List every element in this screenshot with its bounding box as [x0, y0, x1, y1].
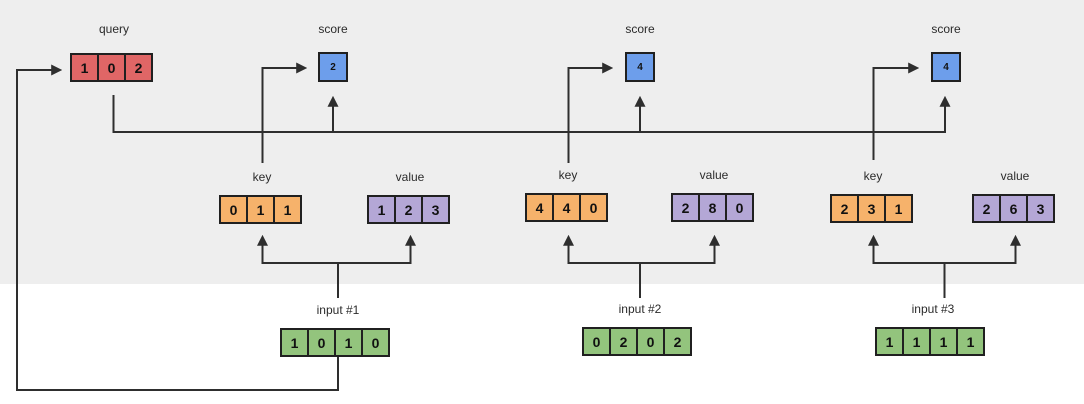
score3-box: 4 [931, 52, 961, 82]
arrow-query-main-line [112, 95, 951, 133]
input-cell: 0 [636, 327, 665, 356]
arrow-key1-to-score1 [261, 62, 308, 163]
key3-label: key [863, 169, 883, 183]
input-cell: 0 [361, 328, 390, 357]
input1-row: 1 0 1 0 [280, 328, 390, 357]
input-cell: 1 [334, 328, 363, 357]
value-cell: 0 [725, 193, 754, 222]
value-cell: 2 [671, 193, 700, 222]
input-cell: 1 [929, 327, 958, 356]
value-cell: 3 [1026, 194, 1055, 223]
value-cell: 8 [698, 193, 727, 222]
input3-label: input #3 [911, 302, 955, 316]
key3-row: 2 3 1 [830, 194, 913, 223]
value-cell: 6 [999, 194, 1028, 223]
arrow-key2-to-score2 [567, 62, 614, 163]
input-cell: 1 [902, 327, 931, 356]
key1-row: 0 1 1 [219, 195, 302, 224]
key2-label: key [558, 168, 578, 182]
arrow-key3-to-score3 [872, 62, 920, 160]
key-cell: 2 [830, 194, 859, 223]
value-cell: 2 [394, 195, 423, 224]
input-cell: 0 [582, 327, 611, 356]
key-cell: 3 [857, 194, 886, 223]
input-cell: 2 [609, 327, 638, 356]
key-cell: 1 [273, 195, 302, 224]
key-cell: 1 [246, 195, 275, 224]
query-cell: 1 [70, 53, 99, 82]
key-cell: 4 [525, 193, 554, 222]
score3-label: score [931, 22, 961, 36]
score2-box: 4 [625, 52, 655, 82]
query-row: 1 0 2 [70, 53, 153, 82]
query-label: query [98, 22, 130, 36]
background-band [0, 0, 1084, 284]
value1-label: value [395, 170, 425, 184]
input-cell: 0 [307, 328, 336, 357]
query-cell: 0 [97, 53, 126, 82]
value1-row: 1 2 3 [367, 195, 450, 224]
value3-label: value [1000, 169, 1030, 183]
input2-row: 0 2 0 2 [582, 327, 692, 356]
value-cell: 3 [421, 195, 450, 224]
key2-row: 4 4 0 [525, 193, 608, 222]
score1-box: 2 [318, 52, 348, 82]
key-cell: 1 [884, 194, 913, 223]
input-cell: 1 [956, 327, 985, 356]
value-cell: 1 [367, 195, 396, 224]
arrow-input1-to-query-loop [16, 64, 339, 391]
key1-label: key [252, 170, 272, 184]
value-cell: 2 [972, 194, 1001, 223]
input1-label: input #1 [316, 303, 360, 317]
input-cell: 1 [875, 327, 904, 356]
value2-row: 2 8 0 [671, 193, 754, 222]
value3-row: 2 6 3 [972, 194, 1055, 223]
value2-label: value [699, 168, 729, 182]
input-cell: 1 [280, 328, 309, 357]
input3-row: 1 1 1 1 [875, 327, 985, 356]
key-cell: 0 [579, 193, 608, 222]
key-cell: 4 [552, 193, 581, 222]
key-cell: 0 [219, 195, 248, 224]
score1-label: score [318, 22, 348, 36]
input2-label: input #2 [618, 302, 662, 316]
query-cell: 2 [124, 53, 153, 82]
score2-label: score [625, 22, 655, 36]
input-cell: 2 [663, 327, 692, 356]
